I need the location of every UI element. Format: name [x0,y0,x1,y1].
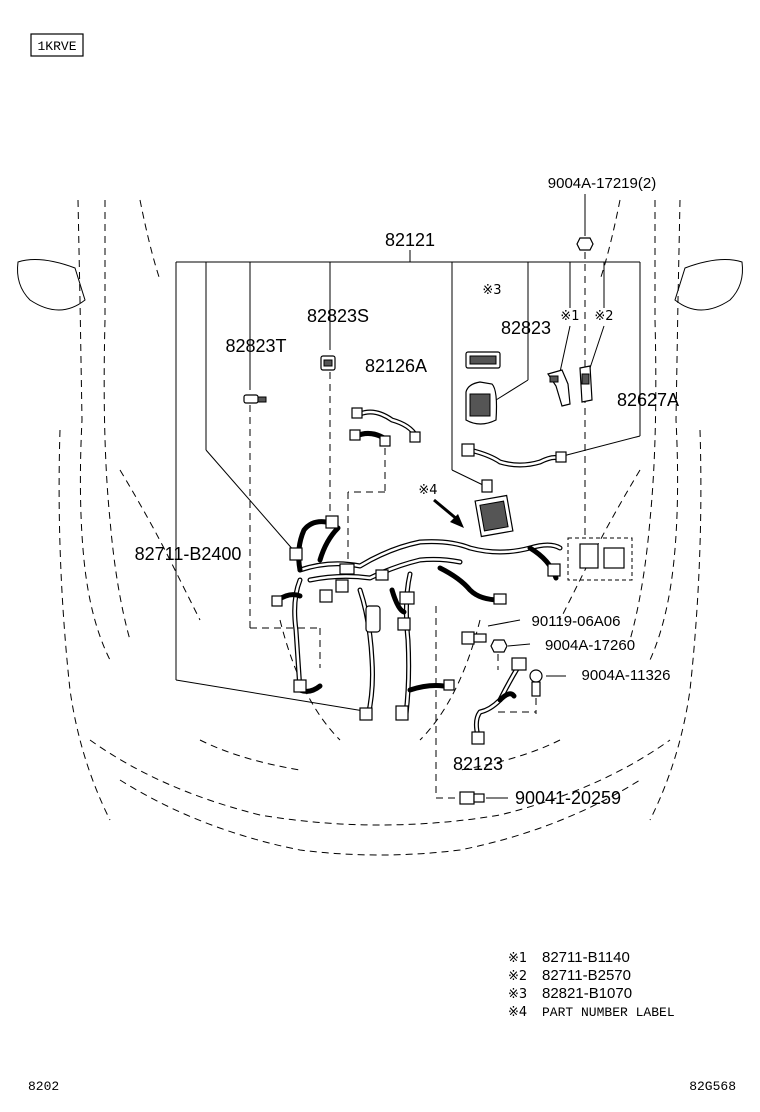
footer-left-code: 8202 [28,1079,59,1094]
part-9004A-17260: 9004A-17260 [490,637,635,670]
part-82823T: 82823T [225,336,321,668]
main-harness-body [271,515,563,721]
label-82123: 82123 [453,754,503,774]
label-90041-20259: 90041-20259 [515,788,621,808]
engine-code-box: 1KRVE [30,33,84,57]
label-82627A: 82627A [617,390,679,410]
vehicle-body-outline [17,199,743,856]
part-82823: ※3 82823 [465,283,551,425]
label-9004A-17260: 9004A-17260 [545,637,635,654]
marker-1-top: ※1 [560,309,579,324]
part-82123: 82123 [453,657,536,774]
legend-text-2: 82711-B2570 [542,967,631,984]
legend-text-1: 82711-B1140 [542,949,630,966]
legend-mark-1: ※1 [508,951,527,966]
legend-text-3: 82821-B1070 [542,985,632,1002]
part-90041-20259: 90041-20259 [435,606,621,808]
label-82823: 82823 [501,318,551,338]
marker-4-top: ※4 [418,483,437,498]
marker-3-top: ※3 [482,283,501,298]
part-9004A-11326: 9004A-11326 [529,667,671,714]
label-9004A-17219: 9004A-17219(2) [548,175,656,192]
engine-code: 1KRVE [37,39,76,54]
label-9004A-11326: 9004A-11326 [582,667,671,684]
part-82627A: 82627A [461,390,679,468]
legend-mark-3: ※3 [508,987,527,1002]
legend-mark-4: ※4 [508,1005,527,1020]
legend: ※1 82711-B1140 ※2 82711-B2570 ※3 82821-B… [508,949,675,1020]
label-82126A: 82126A [365,356,427,376]
legend-text-4: PART NUMBER LABEL [542,1005,675,1020]
label-82823T: 82823T [225,336,286,356]
part-marker-1: ※1 [547,309,580,407]
ecu-box [567,537,633,581]
footer-right-code: 82G568 [689,1079,736,1094]
legend-mark-2: ※2 [508,969,527,984]
part-marker-2: ※2 [579,309,614,403]
marker-2-top: ※2 [594,309,613,324]
part-90119-06A06: 90119-06A06 [461,613,621,645]
part-82823S: 82823S [307,306,369,520]
label-82121: 82121 [385,230,435,250]
part-82126A: 82126A [347,356,427,566]
label-82823S: 82823S [307,306,369,326]
label-90119-06A06: 90119-06A06 [532,613,621,630]
part-82711-B2400: 82711-B2400 [135,544,242,564]
part-number-label-pointer: ※4 [418,479,514,538]
label-82711-B2400: 82711-B2400 [135,544,242,564]
